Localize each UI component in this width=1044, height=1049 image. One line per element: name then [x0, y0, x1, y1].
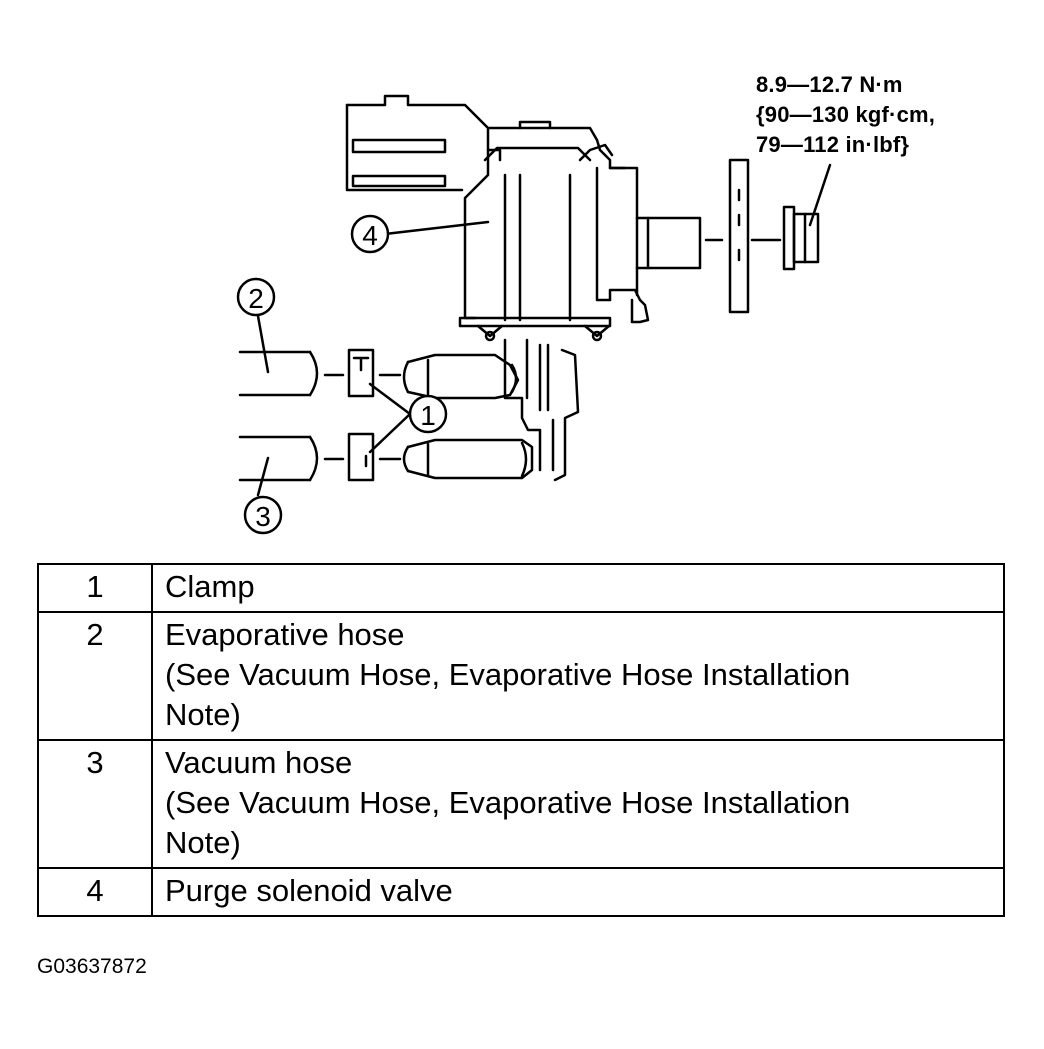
legend-line: Clamp	[165, 569, 255, 604]
purge-valve-diagram: 1 2 3 4	[236, 94, 832, 535]
svg-text:3: 3	[255, 501, 271, 532]
callout-4: 4	[350, 214, 390, 254]
leader-1	[368, 382, 412, 454]
callout-2: 2	[236, 277, 276, 317]
flange-bolt	[750, 163, 832, 271]
vacuum-hose	[238, 435, 319, 482]
legend-row: 1 Clamp	[37, 563, 1005, 613]
callout-1: 1	[408, 394, 448, 434]
legend-description: Purge solenoid valve	[151, 867, 1005, 917]
legend-row: 2 Evaporative hose (See Vacuum Hose, Eva…	[37, 611, 1005, 741]
legend-line: Note)	[165, 697, 241, 732]
lower-hose-segment	[402, 438, 534, 480]
clamp-lower	[347, 432, 375, 482]
bracket-arm	[635, 216, 724, 270]
legend-line: (See Vacuum Hose, Evaporative Hose Insta…	[165, 657, 851, 692]
legend-number: 1	[37, 563, 153, 613]
legend-row: 3 Vacuum hose (See Vacuum Hose, Evaporat…	[37, 739, 1005, 869]
svg-text:1: 1	[420, 400, 436, 431]
leader-2	[256, 314, 270, 374]
legend-number: 2	[37, 611, 153, 741]
legend-description: Clamp	[151, 563, 1005, 613]
legend-number: 3	[37, 739, 153, 869]
legend-number: 4	[37, 867, 153, 917]
parts-legend-table: 1 Clamp 2 Evaporative hose (See Vacuum H…	[37, 563, 1005, 917]
legend-description: Evaporative hose (See Vacuum Hose, Evapo…	[151, 611, 1005, 741]
legend-line: Vacuum hose	[165, 745, 353, 780]
svg-text:2: 2	[248, 283, 264, 314]
upper-hose-segment	[402, 353, 520, 400]
legend-description: Vacuum hose (See Vacuum Hose, Evaporativ…	[151, 739, 1005, 869]
valve-body	[483, 120, 650, 324]
figure-id: G03637872	[37, 955, 147, 978]
evaporative-hose	[238, 350, 319, 397]
legend-line: Note)	[165, 825, 241, 860]
callout-3: 3	[243, 495, 283, 535]
valve-nipples	[503, 338, 580, 482]
clamp-upper	[347, 348, 375, 398]
legend-line: (See Vacuum Hose, Evaporative Hose Insta…	[165, 785, 851, 820]
torque-kgfcm: {90—130 kgf·cm,	[756, 102, 936, 127]
bracket-plate	[728, 158, 750, 314]
torque-nm: 8.9—12.7 N·m	[756, 72, 903, 97]
torque-spec: 8.9—12.7 N·m {90—130 kgf·cm, 79—112 in·l…	[756, 70, 935, 160]
valve-connector	[345, 94, 502, 320]
leader-4	[383, 220, 490, 236]
legend-row: 4 Purge solenoid valve	[37, 867, 1005, 917]
mounting-plate	[458, 316, 612, 342]
torque-inlbf: 79—112 in·lbf}	[756, 132, 910, 157]
legend-line: Purge solenoid valve	[165, 873, 453, 908]
legend-line: Evaporative hose	[165, 617, 405, 652]
svg-text:4: 4	[362, 220, 378, 251]
leader-3	[256, 456, 270, 497]
